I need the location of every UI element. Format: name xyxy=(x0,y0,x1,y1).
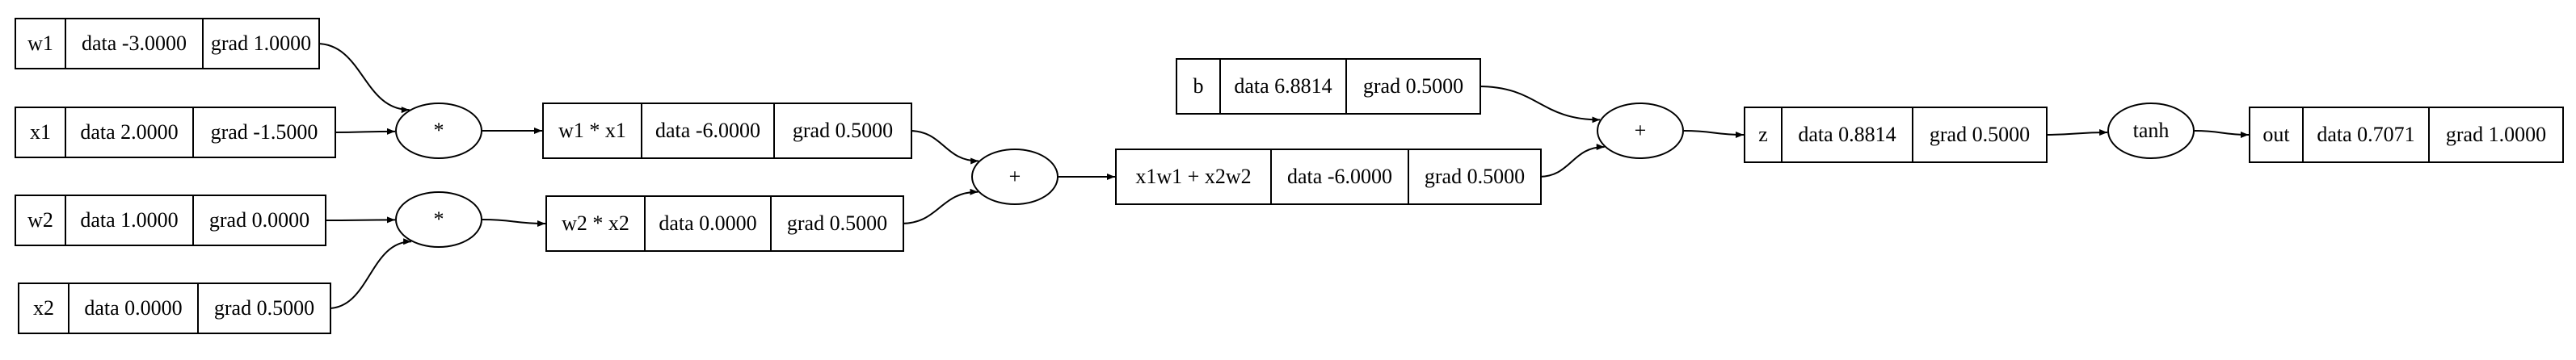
node-label: x1 xyxy=(30,120,51,144)
node-data: data -6.0000 xyxy=(1270,150,1408,203)
op-node-add2: + xyxy=(1597,103,1684,159)
node-grad: grad -1.5000 xyxy=(192,108,335,157)
edge-w1x1-to-add1 xyxy=(908,130,979,165)
node-data: data 0.0000 xyxy=(644,197,770,250)
node-label: w1 * x1 xyxy=(558,119,626,142)
node-grad: grad 0.5000 xyxy=(197,284,330,333)
edge-add2-to-z xyxy=(1683,130,1745,138)
edge-b-to-add2 xyxy=(1477,86,1601,123)
edge-w2x2-to-add1 xyxy=(900,188,979,224)
node-grad: grad 0.5000 xyxy=(773,104,911,157)
node-data: data 2.0000 xyxy=(65,108,192,157)
node-grad: grad 1.0000 xyxy=(202,19,318,68)
op-node-mul2: * xyxy=(395,191,482,248)
node-grad: grad 0.5000 xyxy=(1912,108,2046,161)
node-data: data 1.0000 xyxy=(65,196,192,245)
node-data: data -3.0000 xyxy=(65,19,202,68)
node-label: w1 xyxy=(27,31,53,55)
node-label: x2 xyxy=(33,296,54,320)
node-grad: grad 1.0000 xyxy=(2428,108,2562,161)
node-label: w2 * x2 xyxy=(562,211,629,235)
edge-z-to-tanh xyxy=(2044,129,2108,136)
node-grad: grad 0.5000 xyxy=(770,197,903,250)
op-node-add1: + xyxy=(971,149,1059,205)
node-grad: grad 0.5000 xyxy=(1408,150,1540,203)
node-grad: grad 0.0000 xyxy=(192,196,325,245)
node-label: b xyxy=(1193,74,1204,98)
node-data: data 0.7071 xyxy=(2302,108,2428,161)
edge-mul2-to-w2x2 xyxy=(482,219,546,227)
node-label: x1w1 + x2w2 xyxy=(1135,165,1252,188)
node-label: out xyxy=(2262,123,2290,146)
op-node-tanh: tanh xyxy=(2107,103,2195,159)
node-data: data -6.0000 xyxy=(641,104,773,157)
edge-w1-to-mul1 xyxy=(316,43,410,114)
node-data: data 0.0000 xyxy=(68,284,197,333)
edge-tanh-to-out xyxy=(2194,130,2250,138)
node-label: z xyxy=(1758,123,1768,146)
node-data: data 6.8814 xyxy=(1219,60,1345,113)
node-grad: grad 0.5000 xyxy=(1345,60,1480,113)
op-node-mul1: * xyxy=(395,103,482,159)
node-data: data 0.8814 xyxy=(1781,108,1912,161)
edge-sum-to-add2 xyxy=(1538,144,1605,178)
node-label: w2 xyxy=(27,208,53,232)
edge-x2-to-mul2 xyxy=(327,238,412,309)
